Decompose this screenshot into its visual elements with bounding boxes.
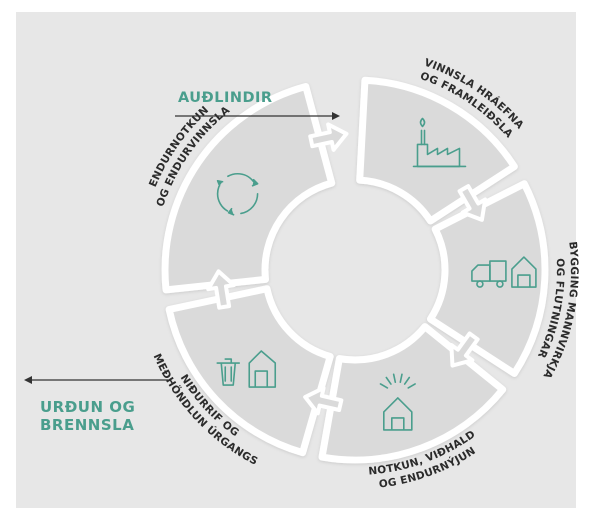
flow-arrow-1 <box>457 184 488 222</box>
outflow-label-line2: BRENNSLA <box>40 416 135 434</box>
inflow-label: AUÐLINDIR <box>178 90 273 106</box>
stage-icons <box>216 117 537 431</box>
flow-arrow-2 <box>449 331 480 368</box>
flow-arrow-3 <box>303 385 344 416</box>
outflow-arrow <box>24 376 168 384</box>
stage-segment-2 <box>426 180 549 377</box>
cycle-arrows <box>206 122 488 416</box>
truck-house-icon <box>471 256 537 288</box>
trash-house-icon <box>216 350 277 388</box>
inflow-arrow <box>175 112 340 120</box>
flow-arrow-4 <box>206 269 236 310</box>
recycle-icon <box>216 172 259 216</box>
cycle-segments <box>161 76 549 464</box>
flow-arrow-5 <box>308 122 349 152</box>
outflow-label: URÐUN OG BRENNSLA <box>40 398 135 434</box>
stage-segment-5 <box>161 82 336 294</box>
house-icon <box>379 373 416 431</box>
outflow-label-line1: URÐUN OG <box>40 398 136 416</box>
factory-icon <box>412 117 467 168</box>
